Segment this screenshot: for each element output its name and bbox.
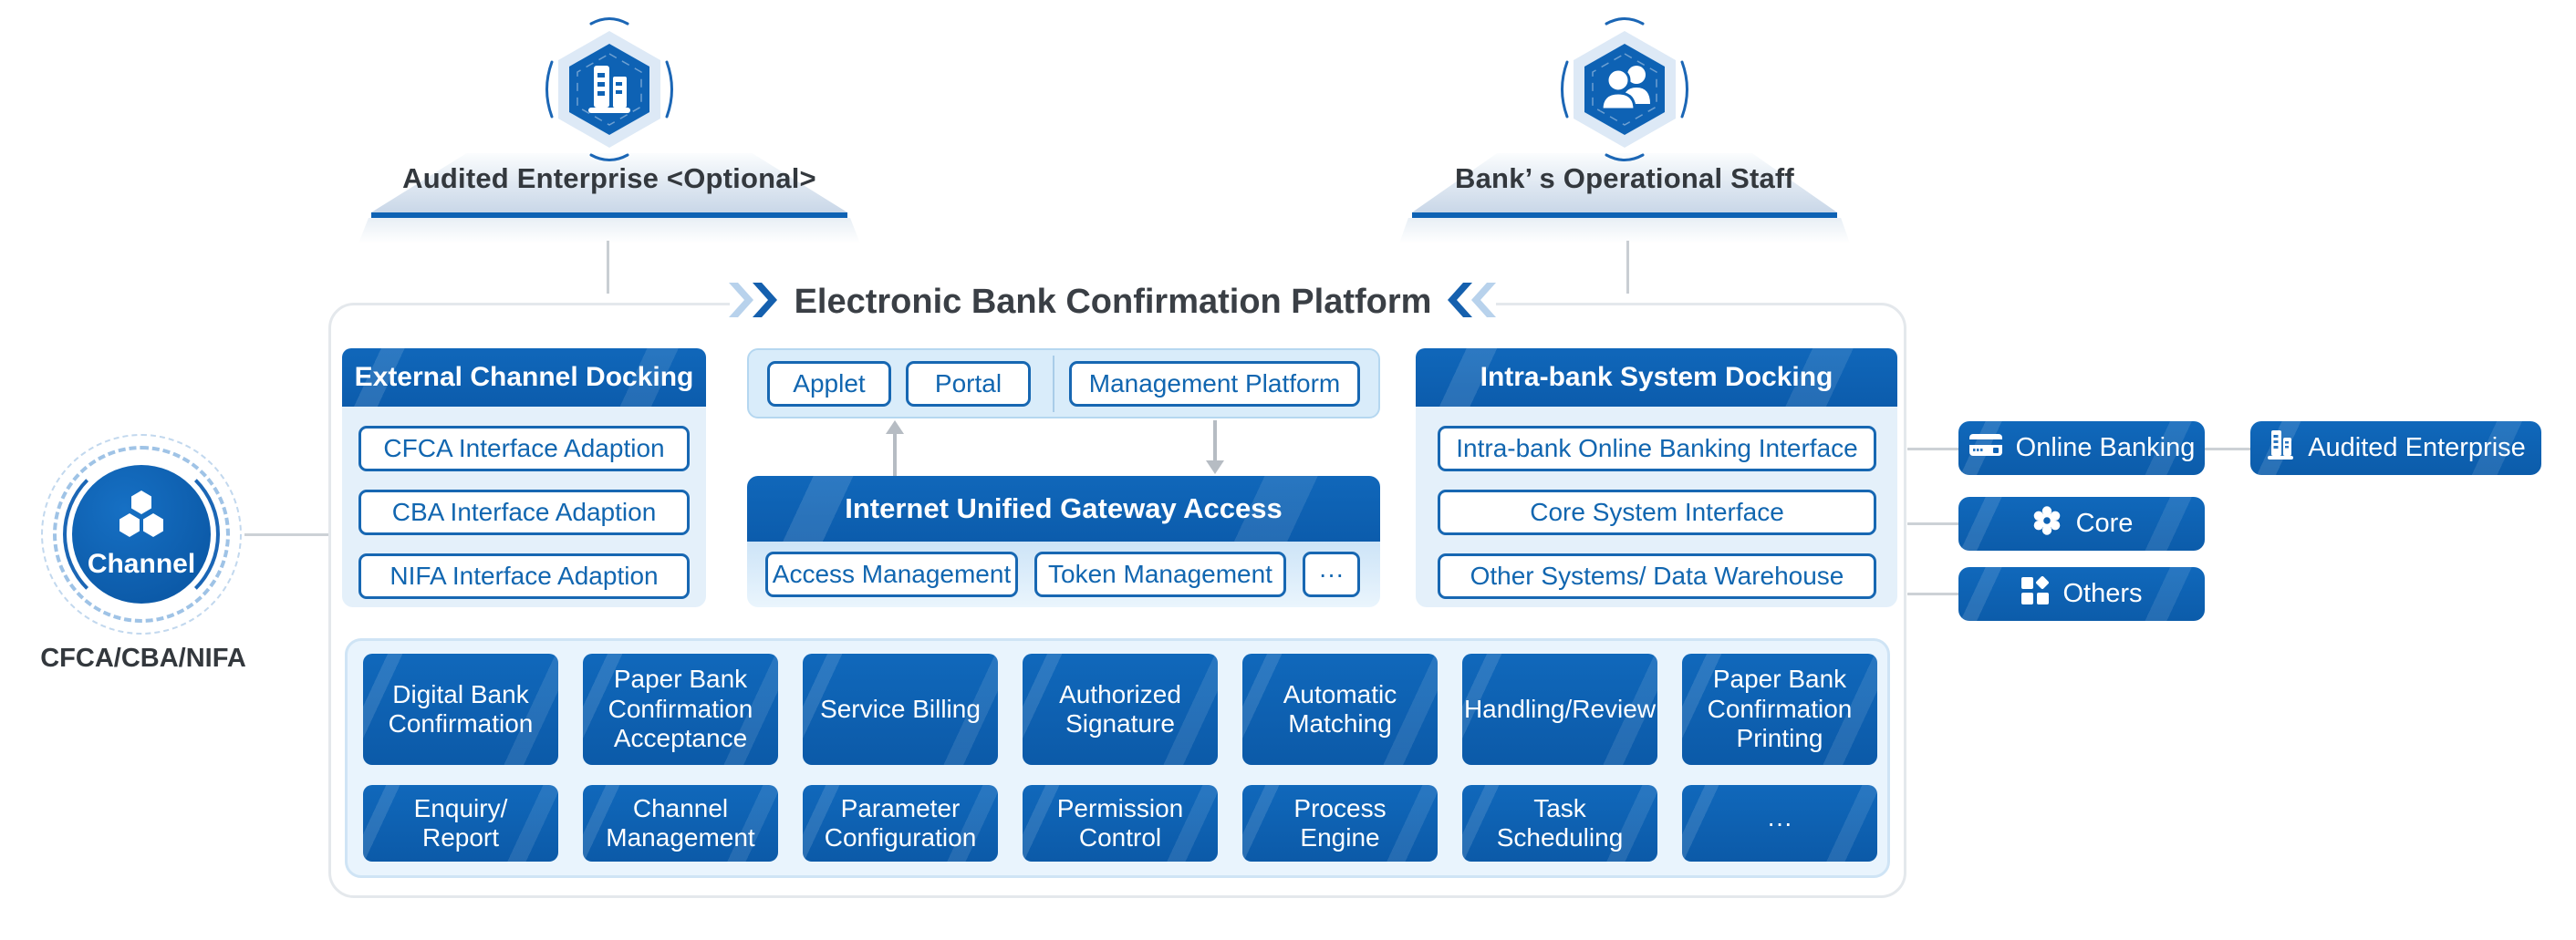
- panel-intra-docking-title: Intra-bank System Docking: [1416, 348, 1897, 407]
- arrow-down-icon: [1206, 460, 1224, 474]
- building-icon: [2266, 429, 2295, 469]
- channel-tick-ring: [53, 446, 230, 623]
- platform-bar: [371, 212, 847, 218]
- module-tile: Paper Bank Confirmation Acceptance: [583, 654, 778, 765]
- gateway-title: Internet Unified Gateway Access: [747, 476, 1380, 542]
- module-tile: Digital Bank Confirmation: [363, 654, 558, 765]
- system-core: Core: [1958, 497, 2205, 551]
- arrow-up-icon: [886, 420, 904, 434]
- list-item: Intra-bank Online Banking Interface: [1438, 426, 1876, 471]
- connector-line: [2205, 448, 2250, 450]
- arrow-down-icon: [1213, 420, 1217, 462]
- platform-bar: [1412, 212, 1837, 218]
- panel-external-docking-title: External Channel Docking: [342, 348, 706, 407]
- module-tile: Task Scheduling: [1462, 785, 1657, 862]
- module-tile: Process Engine: [1242, 785, 1438, 862]
- connector-line: [1907, 448, 1958, 450]
- list-item: Applet: [767, 360, 891, 407]
- module-tile: Channel Management: [583, 785, 778, 862]
- list-item: Management Platform: [1069, 360, 1360, 407]
- list-item: Token Management: [1034, 552, 1286, 597]
- actor-audited-enterprise-label: Audited Enterprise <Optional>: [402, 162, 816, 194]
- bank-card-icon: [1968, 432, 2003, 465]
- module-tile: Service Billing: [803, 654, 998, 765]
- list-item: CFCA Interface Adaption: [358, 426, 690, 471]
- list-item: NIFA Interface Adaption: [358, 553, 690, 599]
- system-audited-enterprise-label: Audited Enterprise: [2308, 433, 2526, 462]
- list-item: Core System Interface: [1438, 490, 1876, 535]
- arrow-up-icon: [893, 429, 897, 476]
- panel-intra-docking-body: Intra-bank Online Banking Interface Core…: [1416, 407, 1897, 607]
- list-item: Portal: [906, 360, 1031, 407]
- platform-title: Electronic Bank Confirmation Platform: [728, 274, 1497, 329]
- connector-line: [607, 241, 609, 294]
- connector-line: [1626, 241, 1629, 294]
- module-tile: Parameter Configuration: [803, 785, 998, 862]
- module-tile: Handling/Review: [1462, 654, 1657, 765]
- actor-bank-staff-label: Bank’ s Operational Staff: [1455, 162, 1794, 194]
- module-tile: Enquiry/ Report: [363, 785, 558, 862]
- connector-line: [1907, 593, 1958, 595]
- connector-line: [244, 533, 328, 536]
- divider: [1053, 355, 1054, 412]
- channel-node: Channel: [41, 434, 242, 635]
- chevrons-left-icon: [1448, 282, 1497, 322]
- hexagon-cluster-icon: [111, 490, 171, 545]
- list-item: Other Systems/ Data Warehouse: [1438, 553, 1876, 599]
- gateway-panel: Internet Unified Gateway Access Access M…: [747, 476, 1380, 607]
- gateway-body: Access Management Token Management ···: [747, 542, 1380, 607]
- panel-external-docking: External Channel Docking CFCA Interface …: [342, 348, 706, 607]
- gear-icon: [2031, 504, 2063, 544]
- actor-bank-staff: Bank’ s Operational Staff: [1399, 0, 1850, 255]
- connector-line: [1907, 522, 1958, 525]
- module-tile: ···: [1682, 785, 1877, 862]
- grid-icon: [2020, 575, 2050, 613]
- platform-reflection: [1399, 218, 1850, 243]
- channel-label: Channel: [87, 548, 196, 579]
- system-others: Others: [1958, 567, 2205, 621]
- building-icon: [541, 16, 678, 167]
- system-audited-enterprise: Audited Enterprise: [2250, 421, 2541, 475]
- system-online-banking-label: Online Banking: [2015, 433, 2196, 462]
- system-core-label: Core: [2075, 509, 2134, 538]
- list-item: CBA Interface Adaption: [358, 490, 690, 535]
- list-item: Access Management: [765, 552, 1018, 597]
- module-tile: Authorized Signature: [1023, 654, 1218, 765]
- channel-caption: CFCA/CBA/NIFA: [40, 644, 246, 673]
- platform-reflection: [358, 218, 860, 243]
- access-strip: Applet Portal Management Platform: [747, 348, 1380, 418]
- panel-external-docking-body: CFCA Interface Adaption CBA Interface Ad…: [342, 407, 706, 607]
- actor-audited-enterprise: Audited Enterprise <Optional>: [358, 0, 860, 255]
- panel-intra-docking: Intra-bank System Docking Intra-bank Onl…: [1416, 348, 1897, 607]
- system-others-label: Others: [2062, 579, 2143, 608]
- module-grid: Digital Bank Confirmation Paper Bank Con…: [345, 638, 1890, 878]
- channel-arc-accents: [63, 456, 220, 613]
- page-title: Electronic Bank Confirmation Platform: [794, 282, 1432, 321]
- people-icon: [1556, 16, 1693, 167]
- chevrons-right-icon: [728, 282, 778, 322]
- channel-outer-ring: [41, 434, 242, 635]
- module-tile: Permission Control: [1023, 785, 1218, 862]
- module-tile: Paper Bank Confirmation Printing: [1682, 654, 1877, 765]
- system-online-banking: Online Banking: [1958, 421, 2205, 475]
- channel-circle: Channel: [72, 465, 211, 604]
- list-item: ···: [1303, 552, 1360, 597]
- module-tile: Automatic Matching: [1242, 654, 1438, 765]
